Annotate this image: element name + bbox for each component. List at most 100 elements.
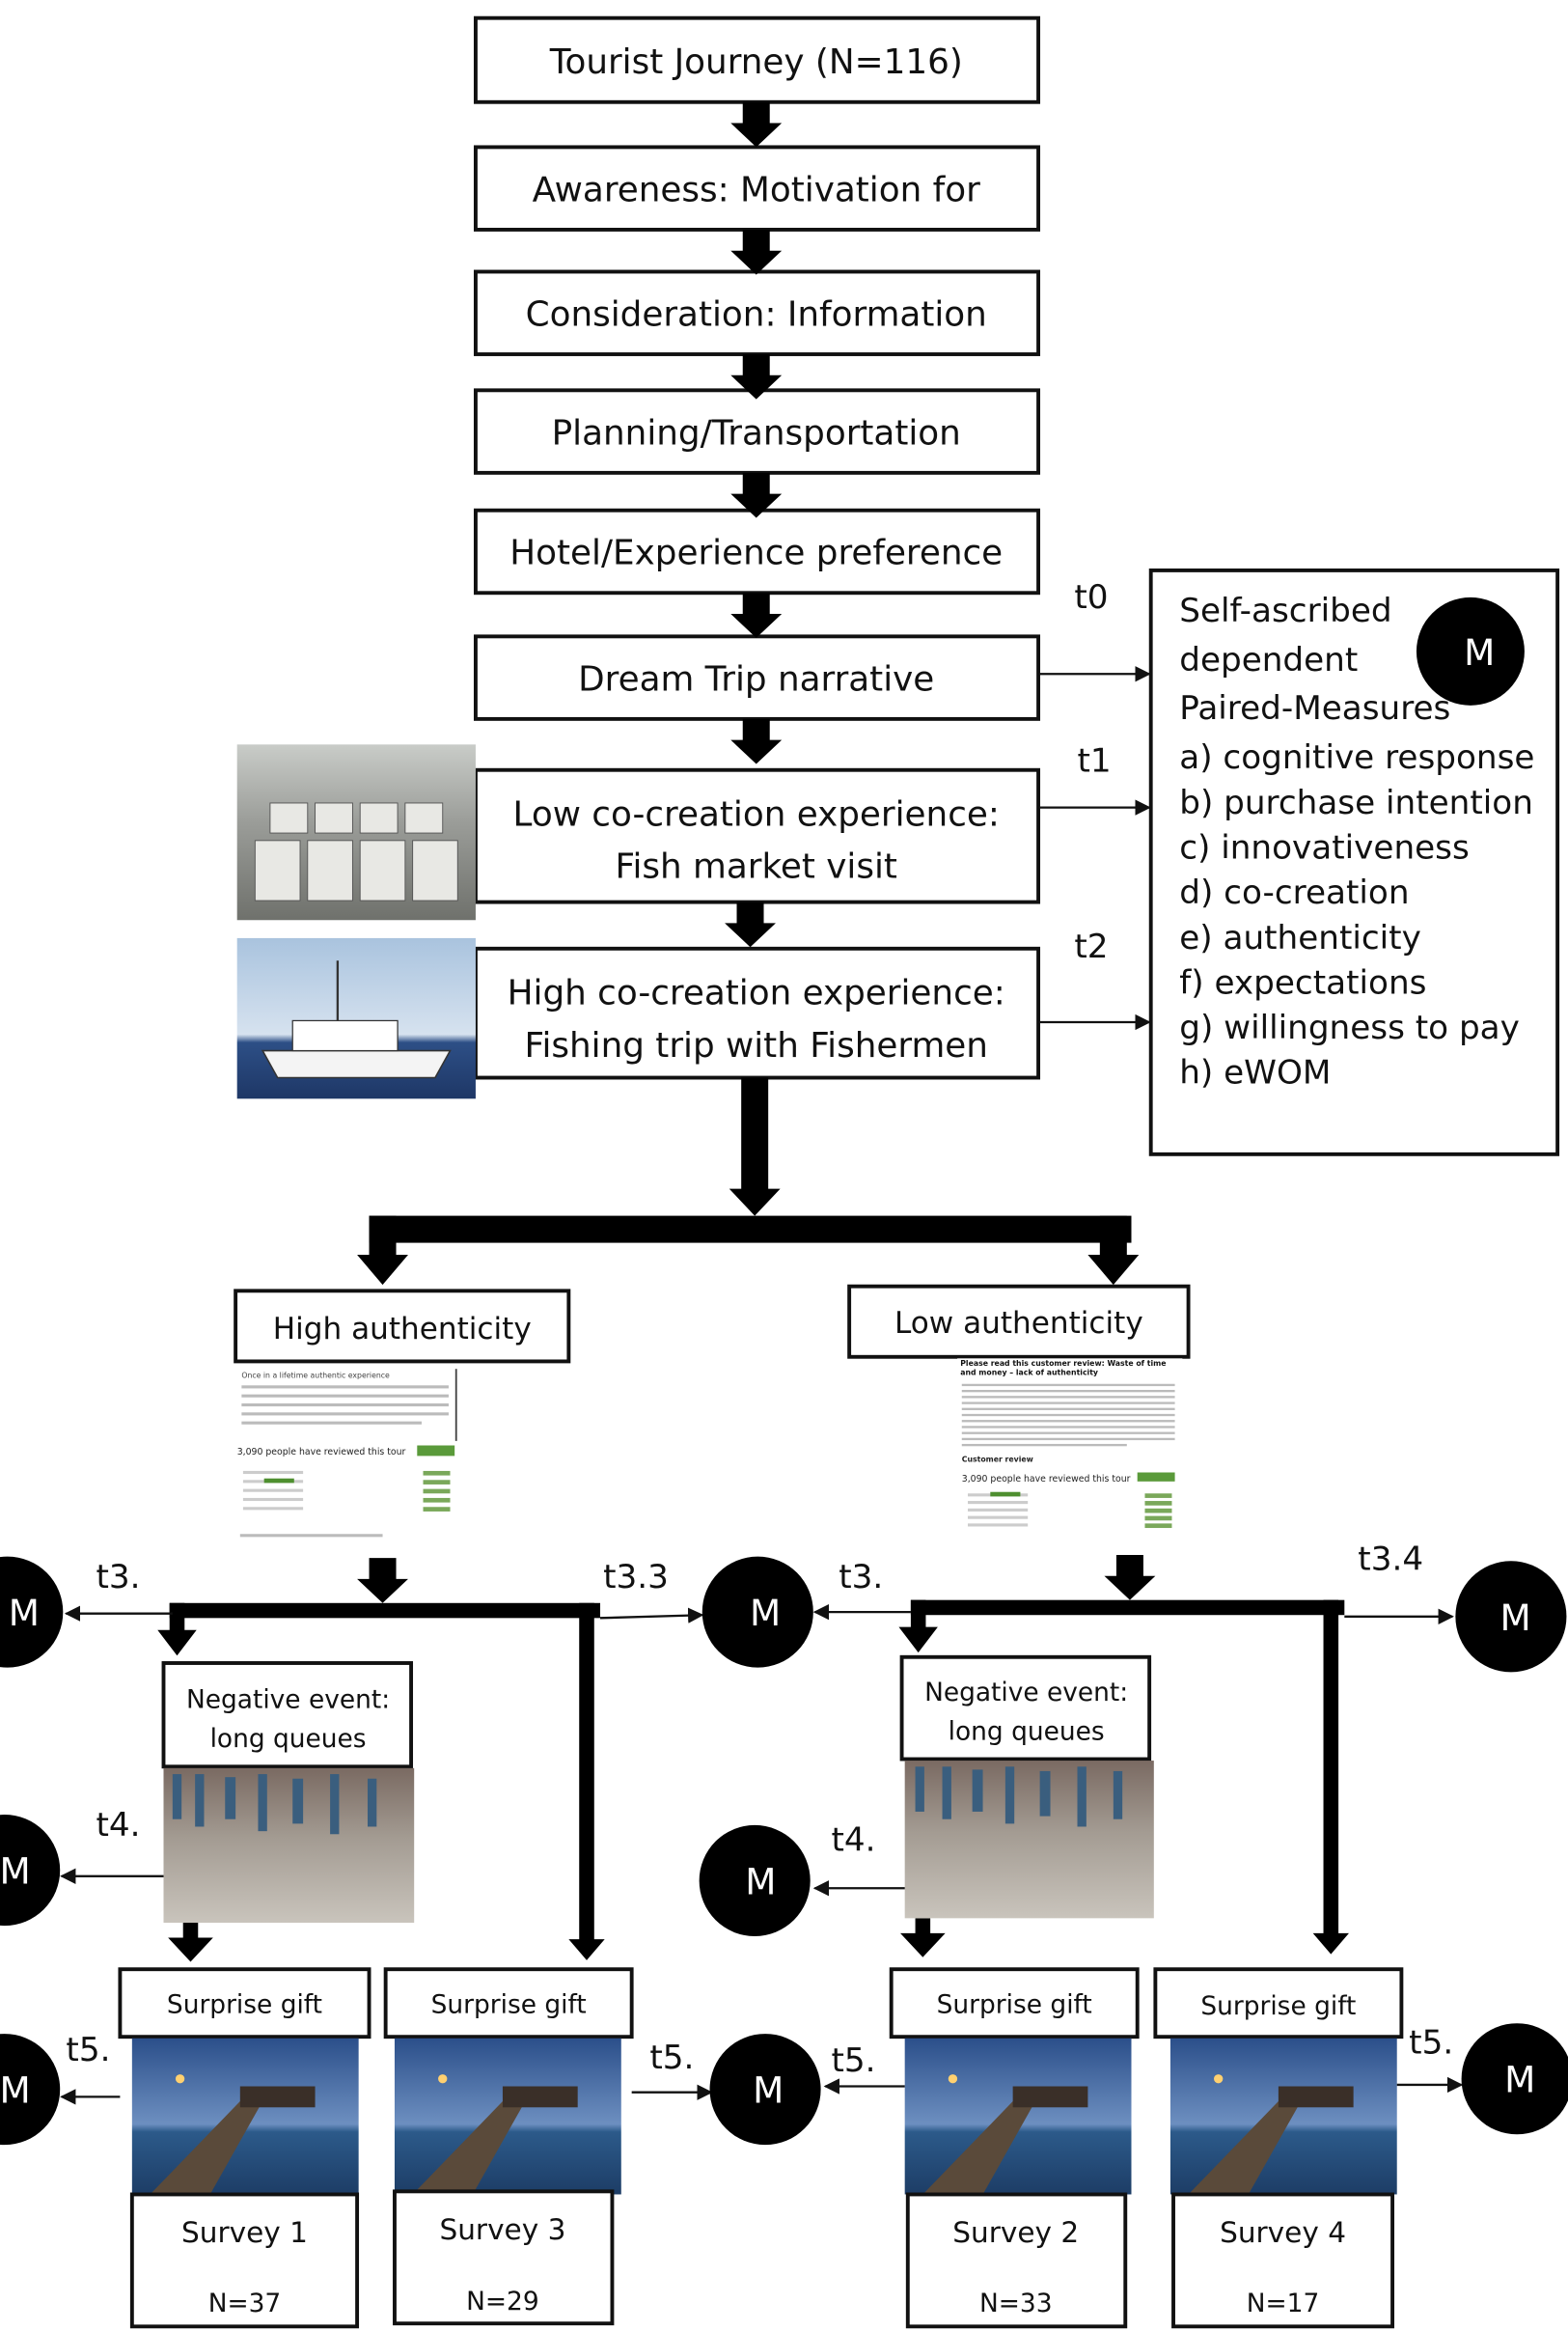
measurement-m-circle: M xyxy=(1416,597,1525,706)
svg-text:Negative event:: Negative event: xyxy=(186,1685,390,1715)
svg-text:dependent: dependent xyxy=(1179,641,1358,680)
label-t4-left: t4. xyxy=(96,1806,141,1845)
pier-photo-4 xyxy=(1169,2038,1397,2195)
measure-arrows xyxy=(1038,666,1151,1031)
label-t3-3: t3.3 xyxy=(603,1558,669,1596)
surprise-gift-box-2: Surprise gift xyxy=(889,1967,1140,2040)
m-circle-t3-4: M xyxy=(1455,1561,1567,1673)
svg-text:M: M xyxy=(0,1850,31,1893)
svg-text:High co-creation experience:: High co-creation experience: xyxy=(508,973,1005,1013)
label-t3-left: t3. xyxy=(96,1558,141,1596)
svg-text:N=37: N=37 xyxy=(208,2289,282,2318)
low-authenticity-review-image: Please read this customer review: Waste … xyxy=(957,1358,1183,1539)
svg-text:Surprise gift: Surprise gift xyxy=(167,1989,322,2019)
m-circle-t3-left: M xyxy=(0,1556,64,1668)
svg-text:M: M xyxy=(1504,2059,1535,2101)
high-authenticity-box: High authenticity xyxy=(234,1289,571,1364)
journey-step-3: Consideration: Information xyxy=(473,269,1041,356)
svg-text:g) willingness to pay: g) willingness to pay xyxy=(1179,1009,1520,1047)
svg-text:Hotel/Experience preference: Hotel/Experience preference xyxy=(509,534,1003,573)
svg-text:Customer review: Customer review xyxy=(962,1456,1033,1464)
svg-text:c) innovativeness: c) innovativeness xyxy=(1179,828,1470,867)
svg-text:Awareness: Motivation for: Awareness: Motivation for xyxy=(533,170,980,209)
m-circle-t4-right: M xyxy=(699,1824,811,1937)
svg-text:Surprise gift: Surprise gift xyxy=(431,1989,587,2019)
high-authenticity-review-image: Once in a lifetime authentic experience … xyxy=(236,1366,458,1546)
low-cocreation-box: Low co-creation experience: Fish market v… xyxy=(473,767,1041,904)
svg-text:Low co-creation experience:: Low co-creation experience: xyxy=(513,794,1000,834)
svg-text:Surprise gift: Surprise gift xyxy=(937,1989,1092,2019)
svg-text:N=33: N=33 xyxy=(979,2289,1053,2318)
label-t0: t0 xyxy=(1074,578,1108,617)
svg-text:Dream Trip narrative: Dream Trip narrative xyxy=(578,659,934,699)
svg-text:long queues: long queues xyxy=(210,1724,367,1754)
svg-text:Planning/Transportation: Planning/Transportation xyxy=(552,413,961,453)
label-t5-1: t5. xyxy=(66,2031,110,2069)
negative-event-box-left: Negative event: long queues xyxy=(161,1661,414,1769)
label-t5-4: t5. xyxy=(1409,2023,1453,2062)
svg-text:N=29: N=29 xyxy=(466,2287,539,2317)
pier-photo-1 xyxy=(131,2038,359,2195)
fish-market-photo xyxy=(236,744,476,921)
svg-text:Survey 1: Survey 1 xyxy=(181,2216,308,2249)
svg-text:Paired-Measures: Paired-Measures xyxy=(1179,689,1450,728)
svg-text:Survey 2: Survey 2 xyxy=(952,2216,1079,2249)
high-cocreation-box: High co-creation experience: Fishing trip… xyxy=(473,946,1041,1080)
svg-text:M: M xyxy=(1499,1596,1530,1639)
svg-text:long queues: long queues xyxy=(949,1716,1105,1746)
svg-text:Surprise gift: Surprise gift xyxy=(1200,1991,1356,2021)
label-t3-4: t3.4 xyxy=(1358,1540,1423,1579)
split-arrows xyxy=(357,1215,1140,1286)
fishing-boat-photo xyxy=(236,937,476,1099)
svg-text:Survey 3: Survey 3 xyxy=(439,2213,565,2246)
svg-text:h) eWOM: h) eWOM xyxy=(1179,1054,1331,1093)
svg-text:M: M xyxy=(9,1592,40,1634)
label-t3-right: t3. xyxy=(839,1558,883,1596)
svg-text:Negative event:: Negative event: xyxy=(924,1678,1128,1707)
journey-arrows xyxy=(725,101,783,1216)
m-circle-t5-middle: M xyxy=(709,2034,821,2146)
svg-text:Tourist Journey (N=116): Tourist Journey (N=116) xyxy=(549,42,963,82)
pier-photo-2 xyxy=(904,2038,1132,2195)
svg-text:Consideration: Information: Consideration: Information xyxy=(526,294,987,334)
svg-text:M: M xyxy=(750,1592,781,1634)
left-branch-arrows xyxy=(157,1558,605,1962)
m-circle-t4-left: M xyxy=(0,1815,61,1927)
svg-text:d) co-creation: d) co-creation xyxy=(1179,874,1409,912)
svg-text:3,090 people have reviewed thi: 3,090 people have reviewed this tour xyxy=(237,1447,406,1457)
journey-step-4: Planning/Transportation xyxy=(473,388,1041,475)
label-t4-right: t4. xyxy=(831,1820,875,1859)
svg-text:N=17: N=17 xyxy=(1247,2289,1320,2318)
svg-text:Self-ascribed: Self-ascribed xyxy=(1179,592,1391,630)
queue-photo-left xyxy=(163,1767,415,1924)
svg-text:Fishing trip with Fishermen: Fishing trip with Fishermen xyxy=(524,1026,987,1066)
m-circle-t3-3: M xyxy=(701,1556,813,1668)
journey-step-1: Tourist Journey (N=116) xyxy=(473,15,1041,104)
svg-text:f) expectations: f) expectations xyxy=(1179,963,1426,1002)
label-t2: t2 xyxy=(1074,928,1108,966)
svg-text:M: M xyxy=(1464,631,1495,674)
svg-text:Fish market visit: Fish market visit xyxy=(616,847,897,887)
journey-step-6: Dream Trip narrative xyxy=(473,634,1041,721)
survey-2-box: Survey 2 N=33 xyxy=(905,2192,1128,2329)
survey-4-box: Survey 4N=17 xyxy=(1171,2192,1395,2329)
low-authenticity-box: Low authenticity xyxy=(847,1284,1191,1359)
svg-text:Low authenticity: Low authenticity xyxy=(894,1306,1143,1341)
surprise-gift-box-4: Surprise gift xyxy=(1153,1967,1404,2040)
svg-text:3,090 people have reviewed thi: 3,090 people have reviewed this tour xyxy=(962,1474,1131,1485)
svg-text:b) purchase intention: b) purchase intention xyxy=(1179,784,1533,822)
m-circle-t5-left: M xyxy=(0,2034,61,2146)
label-t5-2: t5. xyxy=(649,2039,694,2077)
pier-photo-3 xyxy=(394,2038,621,2195)
label-t5-3: t5. xyxy=(831,2041,875,2080)
svg-text:M: M xyxy=(0,2069,31,2112)
survey-1-box: Survey 1 N=37 xyxy=(129,2192,360,2329)
queue-photo-right xyxy=(904,1761,1154,1919)
svg-text:a) cognitive response: a) cognitive response xyxy=(1179,738,1534,777)
measures-box: Self-ascribed dependent Paired-Measures … xyxy=(1148,568,1560,1156)
survey-3-box: Survey 3 N=29 xyxy=(393,2189,615,2326)
svg-text:High authenticity: High authenticity xyxy=(273,1312,532,1346)
negative-event-box-right: Negative event: long queues xyxy=(899,1654,1152,1762)
svg-text:Once in a lifetime authentic e: Once in a lifetime authentic experience xyxy=(241,1372,390,1380)
